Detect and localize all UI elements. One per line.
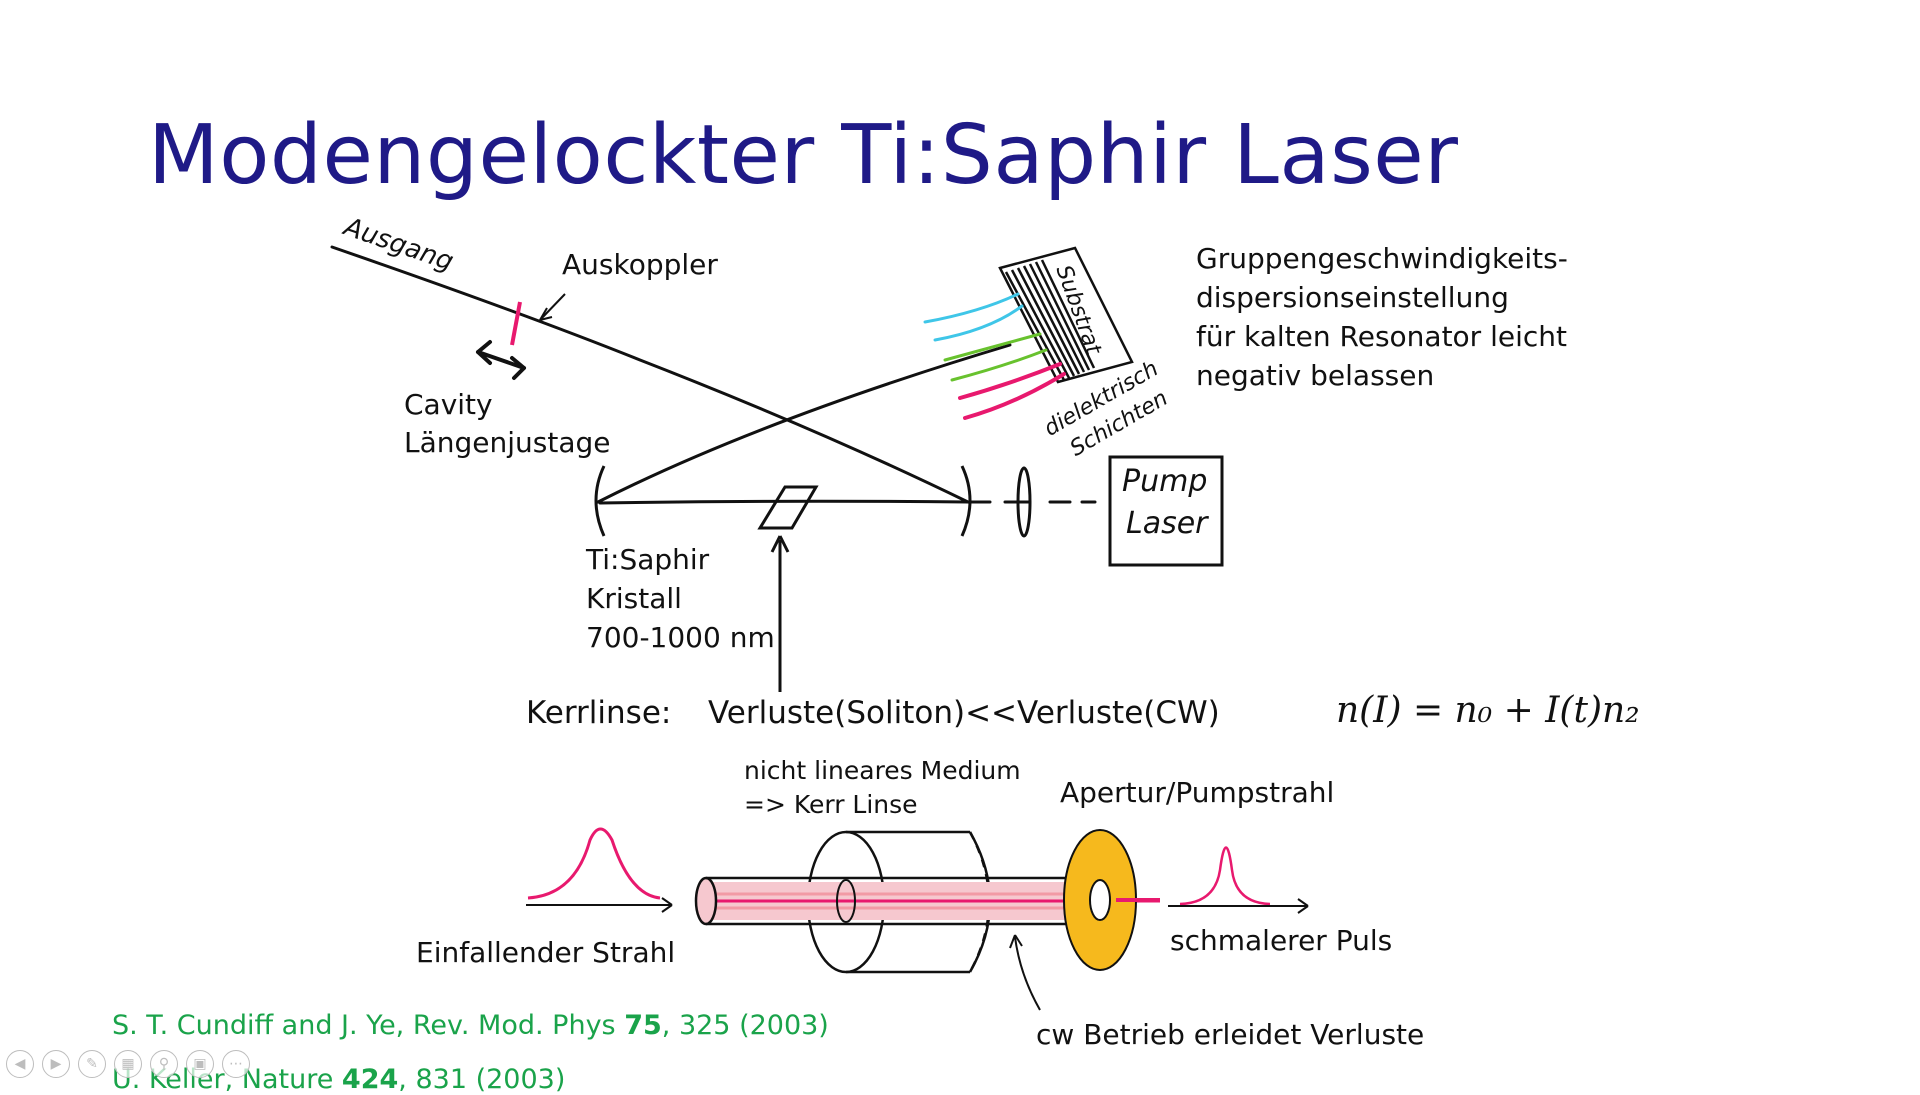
- zoom-icon[interactable]: ⚲: [150, 1050, 178, 1078]
- crystal-label-3: 700-1000 nm: [586, 621, 775, 654]
- crystal-label-1: Ti:Saphir: [586, 543, 710, 576]
- gdd-line-2: dispersionseinstellung: [1196, 281, 1509, 314]
- pump-laser-box: [1108, 455, 1224, 567]
- reference-1-volume: 75: [624, 1010, 662, 1041]
- narrow-pulse-label: schmalerer Puls: [1170, 924, 1393, 957]
- right-mirror-icon: [960, 465, 972, 537]
- cavity-label-2: Längenjustage: [404, 426, 611, 459]
- aperture-label: Apertur/Pumpstrahl: [1060, 776, 1335, 809]
- subtitle-icon[interactable]: ▣: [186, 1050, 214, 1078]
- chirped-mirror-icon: [998, 246, 1134, 384]
- kerr-label: Kerrlinse:: [526, 695, 672, 731]
- beam-tube: [694, 876, 1160, 926]
- pump-lens-icon: [1016, 466, 1032, 538]
- pen-icon[interactable]: ✎: [78, 1050, 106, 1078]
- crystal-icon: [757, 485, 819, 530]
- slideshow-toolbar: ◀ ▶ ✎ ▦ ⚲ ▣ ⋯: [6, 1050, 250, 1078]
- cavity-label-1: Cavity: [404, 388, 493, 421]
- cw-loss-arrow: [1014, 936, 1041, 1011]
- reference-1-text: S. T. Cundiff and J. Ye, Rev. Mod. Phys: [112, 1010, 625, 1041]
- medium-label-1: nicht lineares Medium: [744, 756, 1021, 785]
- slide-title: Modengelockter Ti:Saphir Laser: [148, 108, 1459, 203]
- slides-icon[interactable]: ▦: [114, 1050, 142, 1078]
- refractive-index-equation: n(I) = n₀ + I(t)n₂: [1336, 690, 1640, 731]
- dispersion-rays: [923, 292, 1066, 420]
- kerr-statement: Verluste(Soliton)<<Verluste(CW): [708, 695, 1220, 731]
- cw-loss-label: cw Betrieb erleidet Verluste: [1036, 1018, 1425, 1051]
- reference-1[interactable]: S. T. Cundiff and J. Ye, Rev. Mod. Phys …: [112, 1010, 829, 1041]
- next-icon[interactable]: ▶: [42, 1050, 70, 1078]
- pump-laser-line-1: Pump: [1122, 464, 1208, 499]
- narrow-pulse: [1179, 846, 1271, 906]
- output-coupler-icon: [510, 301, 522, 346]
- incident-pulse: [527, 827, 661, 900]
- crystal-label-2: Kristall: [586, 582, 682, 615]
- incident-beam-label: Einfallender Strahl: [416, 936, 676, 969]
- pump-laser-line-2: Laser: [1126, 506, 1208, 541]
- left-mirror-icon: [594, 465, 606, 537]
- cavity-beams: [330, 245, 1097, 505]
- adjustment-arrow-icon: [476, 340, 526, 380]
- gdd-line-1: Gruppengeschwindigkeits-: [1196, 242, 1568, 275]
- gdd-line-3: für kalten Resonator leicht: [1196, 320, 1567, 353]
- gdd-line-4: negativ belassen: [1196, 359, 1435, 392]
- prev-icon[interactable]: ◀: [6, 1050, 34, 1078]
- reference-1-pages: , 325 (2003): [661, 1010, 829, 1041]
- more-icon[interactable]: ⋯: [222, 1050, 250, 1078]
- medium-label-2: => Kerr Linse: [744, 790, 918, 819]
- coupler-label: Auskoppler: [562, 248, 718, 281]
